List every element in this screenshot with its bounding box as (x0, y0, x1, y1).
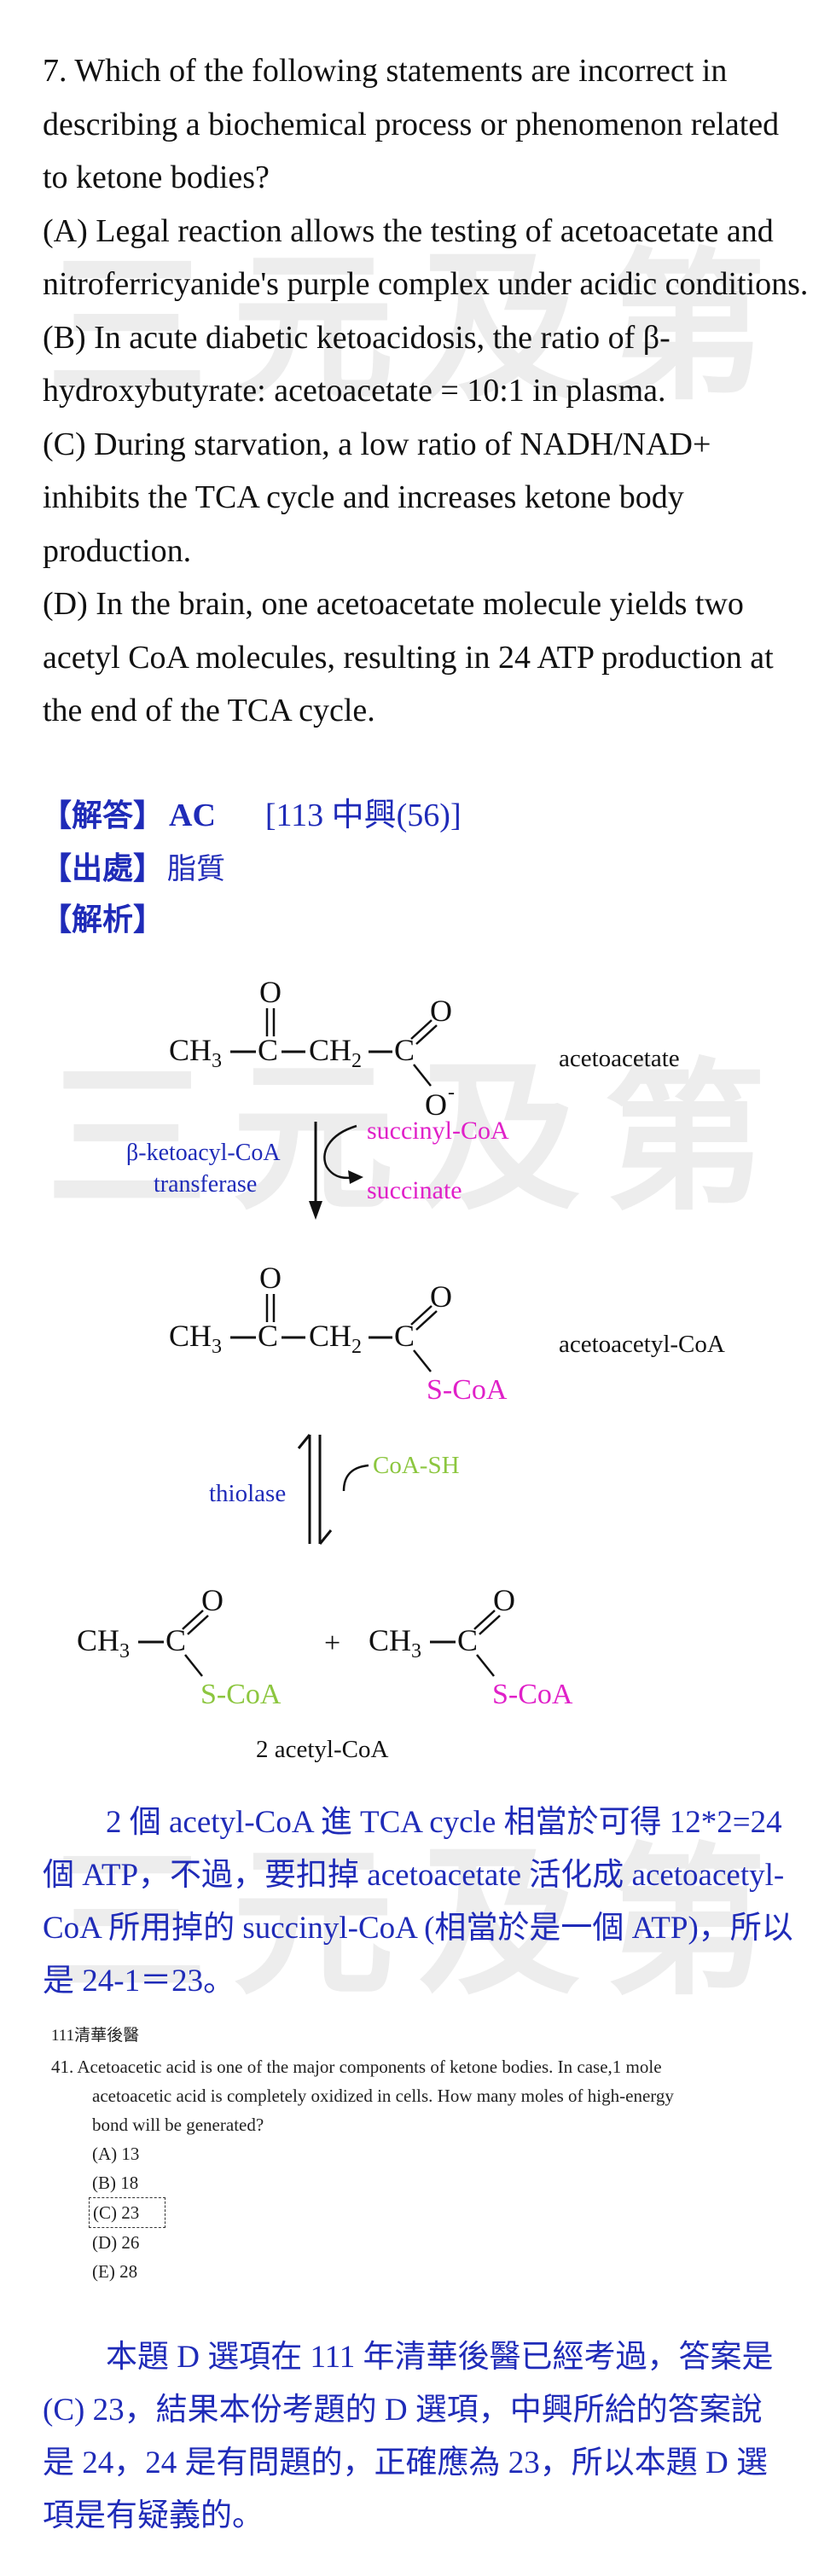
option-a: (A) Legal reaction allows the testing of… (43, 212, 809, 303)
enzyme-transferase-line2: transferase (154, 1171, 257, 1198)
ketone-reaction-diagram: CH3 C O CH2 C O O - acetoacetate (77, 975, 725, 1763)
answer-tag: 【解答】 (41, 798, 165, 833)
acetyl-coa-product-1: CH3 C O S-CoA (77, 1583, 282, 1710)
scan-option-e: (E) 28 (92, 2261, 138, 2282)
option-c: (C) During starvation, a low ratio of NA… (43, 426, 711, 569)
oxygen-label: O (430, 994, 452, 1028)
plus-sign: + (324, 1627, 340, 1659)
analysis-line: 【解析】 (41, 897, 164, 942)
scanned-question: 111清華後醫 41. Acetoacetic acid is one of t… (51, 2022, 802, 2286)
explanation-2-text: 本題 D 選項在 111 年清華後醫已經考過，答案是(C) 23，結果本份考題的… (43, 2340, 774, 2533)
scan-option-d: (D) 26 (92, 2232, 140, 2253)
scan-header: 111清華後醫 (51, 2027, 140, 2045)
acetoacetyl-coa-name: acetoacetyl-CoA (559, 1331, 725, 1358)
oxygen-label: O (259, 1261, 282, 1295)
enzyme-transferase-line1: β-ketoacyl-CoA (126, 1140, 281, 1166)
carbonyl-c-label: C (258, 1033, 278, 1067)
acetoacetate-name: acetoacetate (559, 1045, 680, 1072)
transferase-step: β-ketoacyl-CoA transferase succinyl-CoA … (126, 1117, 509, 1220)
scan-option-a: (A) 13 (92, 2144, 140, 2164)
products-name: 2 acetyl-CoA (256, 1736, 388, 1763)
oxide-label: O (425, 1088, 447, 1122)
carbonyl-c-label: C (258, 1319, 278, 1353)
scoa-label: S-CoA (200, 1679, 282, 1710)
question-block: 7. Which of the following statements are… (43, 44, 810, 738)
option-d: (D) In the brain, one acetoacetate molec… (43, 586, 774, 728)
ch3-label: CH3 (77, 1623, 130, 1662)
watermark: 三元及第 (45, 1044, 790, 1233)
analysis-tag: 【解析】 (41, 902, 165, 937)
acetyl-coa-product-2: CH3 C O S-CoA (369, 1583, 573, 1710)
oxygen-label: O (493, 1583, 515, 1617)
ch3-label: CH3 (169, 1033, 222, 1072)
explanation-2: 本題 D 選項在 111 年清華後醫已經考過，答案是(C) 23，結果本份考題的… (43, 2331, 793, 2543)
coa-sh-label: CoA-SH (373, 1452, 460, 1479)
scoa-label: S-CoA (492, 1679, 573, 1710)
ch3-label: CH3 (169, 1319, 222, 1358)
ch2-label: CH2 (309, 1319, 362, 1358)
oxygen-label: O (201, 1583, 224, 1617)
explanation-1-text: 2 個 acetyl-CoA 進 TCA cycle 相當於可得 12*2=24… (43, 1805, 793, 1999)
scan-option-c: (C) 23 (51, 2197, 802, 2228)
scan-option-b: (B) 18 (92, 2173, 139, 2193)
succinate-label: succinate (367, 1176, 462, 1204)
scan-stem-line2: acetoacetic acid is completely oxidized … (92, 2086, 674, 2106)
succinyl-coa-label: succinyl-CoA (367, 1117, 509, 1145)
explanation-1: 2 個 acetyl-CoA 進 TCA cycle 相當於可得 12*2=24… (43, 1796, 793, 2008)
charge-label: - (448, 1082, 455, 1104)
acetoacetyl-coa-structure: CH3 C O CH2 C O S-CoA acetoacetyl-CoA (169, 1261, 725, 1406)
source-value: 脂質 (167, 852, 226, 886)
watermark: 三元及第 (45, 1829, 790, 2017)
scan-option-c-box: (C) 23 (89, 2197, 166, 2228)
source-tag: 【出處】 (41, 850, 165, 886)
watermark: 三元及第 (45, 234, 790, 422)
scan-stem: 41. Acetoacetic acid is one of the major… (51, 2052, 802, 2139)
answer-line: 【解答】AC [113 中興(56)] (41, 793, 462, 838)
answer-value: AC (169, 798, 216, 833)
option-b: (B) In acute diabetic ketoacidosis, the … (43, 319, 671, 409)
source-line: 【出處】脂質 (41, 846, 225, 891)
ch3-label: CH3 (369, 1623, 421, 1662)
enzyme-thiolase: thiolase (209, 1480, 286, 1507)
ch2-label: CH2 (309, 1033, 362, 1072)
oxygen-label: O (259, 975, 282, 1009)
scoa-label: S-CoA (427, 1374, 508, 1406)
answer-ref: [113 中興(56)] (264, 798, 462, 833)
acetoacetate-structure: CH3 C O CH2 C O O - acetoacetate (169, 975, 680, 1122)
oxygen-label: O (430, 1279, 452, 1314)
scan-stem-line3: bond will be generated? (92, 2115, 264, 2135)
scan-stem-line1: 41. Acetoacetic acid is one of the major… (51, 2057, 662, 2077)
thiolase-step: thiolase CoA-SH (209, 1434, 460, 1545)
question-stem: 7. Which of the following statements are… (43, 53, 780, 195)
